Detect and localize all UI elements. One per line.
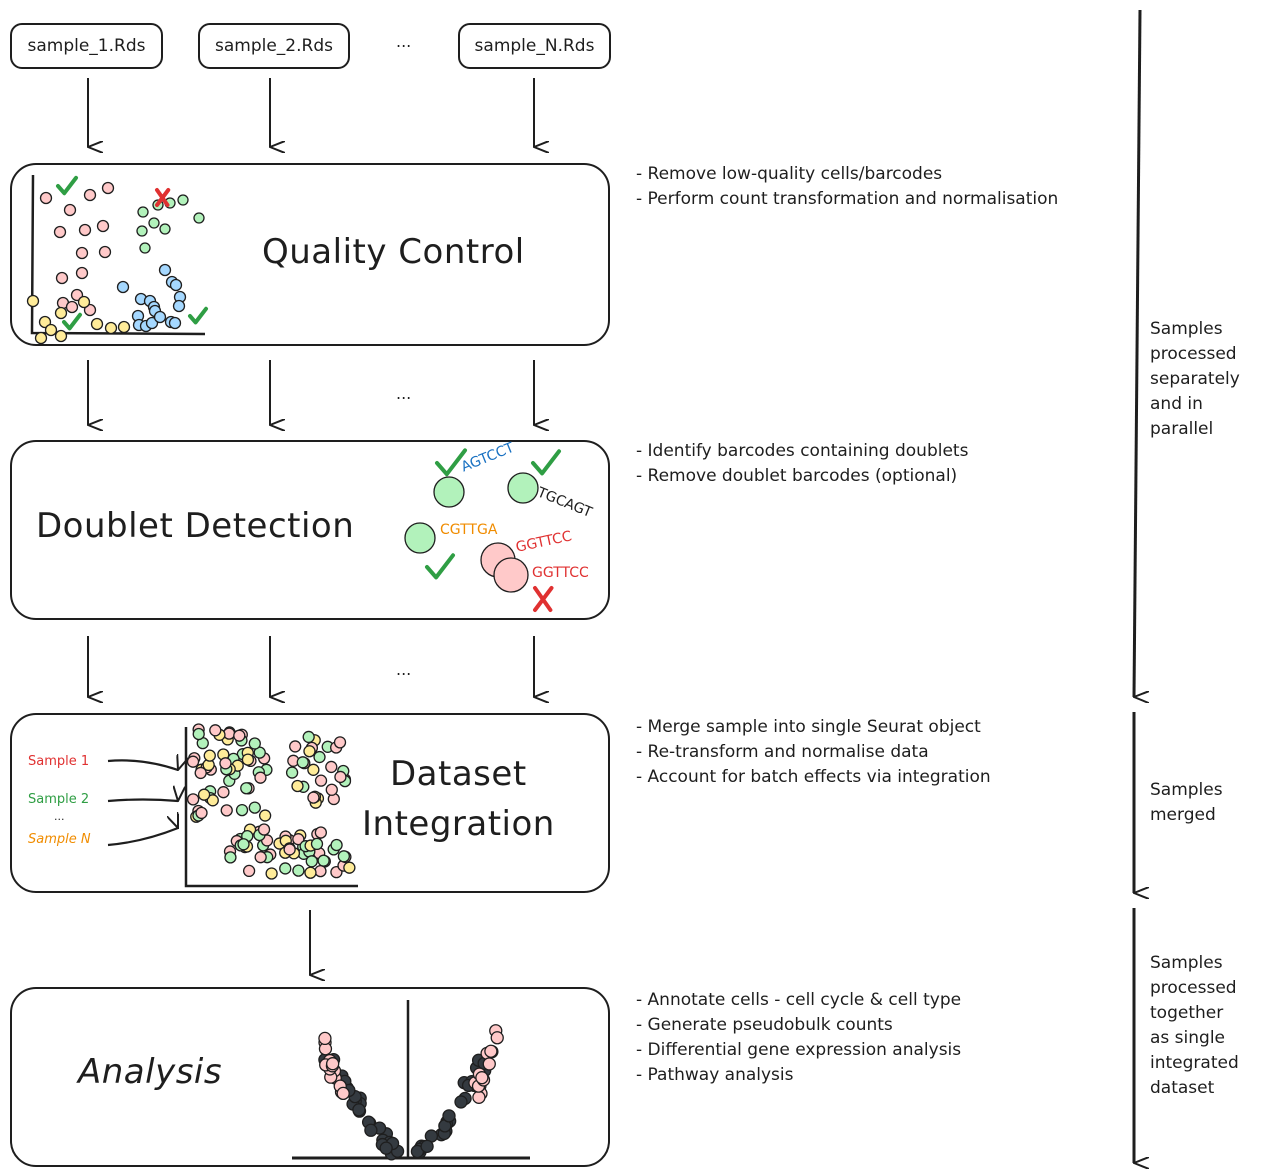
phase-line: processed	[1150, 978, 1237, 998]
note-item: - Identify barcodes containing doublets	[636, 441, 969, 461]
stage-dataset-integration	[10, 713, 610, 893]
input-file-label: sample_1.Rds	[27, 36, 146, 56]
input-file-label: sample_N.Rds	[474, 36, 595, 56]
barcode-label-ggttcc-2: GGTTCC	[532, 565, 589, 581]
stage-title-quality-control: Quality Control	[262, 232, 525, 272]
note-item: - Annotate cells - cell cycle & cell typ…	[636, 990, 962, 1010]
note-item: - Merge sample into single Seurat object	[636, 717, 981, 737]
note-item: - Remove doublet barcodes (optional)	[636, 466, 958, 486]
barcode-label-cgttga: CGTTGA	[440, 522, 497, 538]
input-ellipsis: ...	[396, 32, 412, 51]
note-item: - Re-transform and normalise data	[636, 742, 929, 762]
note-item: - Differential gene expression analysis	[636, 1040, 962, 1060]
note-item: - Pathway analysis	[636, 1065, 794, 1085]
phase-arrow-separate	[1132, 9, 1140, 697]
sample-label-ellipsis: ...	[54, 810, 65, 823]
phase-line: Samples	[1150, 780, 1223, 800]
phase-line: as single	[1150, 1028, 1226, 1048]
note-item: - Account for batch effects via integrat…	[636, 767, 991, 787]
stage-title-doublet-detection: Doublet Detection	[36, 506, 355, 546]
notes-doublet-detection: - Identify barcodes containing doublets …	[636, 439, 968, 489]
barcode-seq: GGTTCC	[532, 565, 589, 581]
input-file-sample-1: sample_1.Rds	[10, 23, 163, 69]
phase-line: separately	[1150, 369, 1240, 389]
phase-line: processed	[1150, 344, 1237, 364]
stage-title-analysis: Analysis	[78, 1052, 223, 1092]
input-file-label: sample_2.Rds	[215, 36, 333, 56]
phase-line: Samples	[1150, 319, 1223, 339]
phase-label-separate: Samples processed separately and in para…	[1150, 317, 1240, 442]
flow-ellipsis-1: ...	[396, 384, 412, 403]
sample-label-2: Sample 2	[28, 792, 90, 807]
notes-analysis: - Annotate cells - cell cycle & cell typ…	[636, 988, 961, 1088]
phase-line: merged	[1150, 805, 1216, 825]
notes-quality-control: - Remove low-quality cells/barcodes - Pe…	[636, 162, 1058, 212]
phase-line: together	[1150, 1003, 1224, 1023]
barcode-seq: CGTTGA	[440, 522, 498, 538]
input-file-sample-2: sample_2.Rds	[198, 23, 350, 69]
phase-line: Samples	[1150, 953, 1223, 973]
note-item: - Generate pseudobulk counts	[636, 1015, 893, 1035]
phase-label-merged: Samples merged	[1150, 778, 1223, 828]
phase-line: parallel	[1150, 419, 1214, 439]
phase-line: and in	[1150, 394, 1203, 414]
phase-line: dataset	[1150, 1078, 1215, 1098]
input-file-sample-n: sample_N.Rds	[458, 23, 611, 69]
sample-label-1: Sample 1	[28, 754, 90, 769]
stage-analysis	[10, 987, 610, 1167]
phase-label-together: Samples processed together as single int…	[1150, 951, 1239, 1101]
note-item: - Remove low-quality cells/barcodes	[636, 164, 943, 184]
phase-line: integrated	[1150, 1053, 1239, 1073]
sample-label-n: Sample N	[28, 832, 91, 847]
stage-title-dataset-integration-line2: Integration	[362, 804, 555, 844]
notes-dataset-integration: - Merge sample into single Seurat object…	[636, 715, 991, 790]
note-item: - Perform count transformation and norma…	[636, 189, 1059, 209]
flow-ellipsis-2: ...	[396, 660, 412, 679]
stage-title-dataset-integration-line1: Dataset	[390, 754, 527, 794]
